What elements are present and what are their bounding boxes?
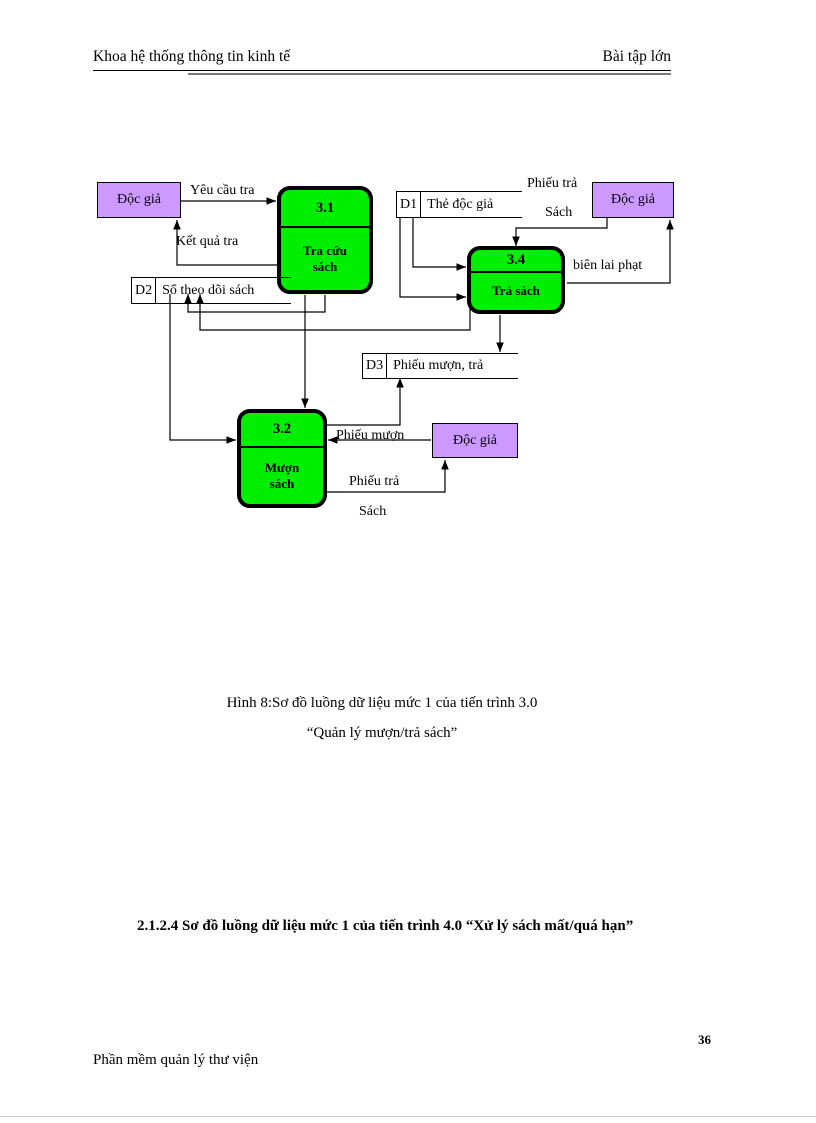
flow-label-yeu-cau-tra: Yêu cầu tra [190, 183, 255, 198]
entity-label: Độc giả [453, 432, 497, 448]
process-name-line-1: Mượn [264, 459, 300, 475]
flow-label-phieu-tra-bottom: Phiếu trả [349, 474, 400, 489]
section-heading: 2.1.2.4 Sơ đồ luồng dữ liệu mức 1 của ti… [137, 918, 634, 934]
datastore-label: Phiếu mượn, trả [393, 358, 484, 373]
datastore-d3[interactable]: D3 Phiếu mượn, trả [362, 353, 518, 379]
figure-caption-line-1: Hình 8:Sơ đồ luồng dữ liệu mức 1 của tiế… [226, 695, 538, 711]
datastore-label: Sổ theo dõi sách [162, 282, 255, 298]
figure-caption: Hình 8:Sơ đồ luồng dữ liệu mức 1 của tiế… [93, 688, 671, 748]
flow-label-sach-top: Sách [545, 205, 573, 220]
datastore-code: D2 [131, 278, 157, 303]
flow-label-phieu-muon: Phiếu mượn [336, 428, 405, 443]
bottom-divider [0, 1116, 816, 1117]
entity-reader-left[interactable]: Độc giả [97, 182, 181, 218]
process-name-line-2: sách [269, 475, 295, 491]
process-3-2[interactable]: 3.2 Mượn sách [237, 409, 327, 508]
datastore-label: Thẻ độc giả [427, 196, 494, 212]
process-name-line-1: Trả sách [492, 283, 540, 299]
datastore-d1[interactable]: D1 Thẻ độc giả [396, 191, 522, 218]
entity-label: Độc giả [117, 192, 161, 207]
process-name: Tra cứu sách [281, 228, 369, 290]
flow-label-sach-bottom: Sách [359, 504, 387, 519]
header-divider-shadow [188, 73, 671, 75]
flow-label-bien-lai-phat: biên lai phạt [573, 258, 643, 273]
page-number: 36 [698, 1032, 711, 1047]
process-name-line-1: Tra cứu [302, 242, 348, 258]
process-name: Mượn sách [241, 448, 323, 504]
process-3-4[interactable]: 3.4 Trả sách [467, 246, 565, 314]
footer-text: Phần mềm quản lý thư viện [93, 1052, 259, 1068]
datastore-code: D1 [396, 192, 422, 217]
header-divider [93, 70, 671, 71]
process-name-line-2: sách [312, 259, 338, 274]
header-right-text: Bài tập lớn [602, 48, 671, 65]
process-number: 3.1 [281, 190, 369, 228]
entity-label: Độc giả [611, 192, 655, 207]
entity-reader-bottom-right[interactable]: Độc giả [432, 423, 518, 458]
process-number: 3.4 [471, 250, 561, 273]
figure-caption-line-2: “Quản lý mượn/trả sách” [306, 725, 458, 741]
process-name: Trả sách [471, 273, 561, 310]
process-3-1[interactable]: 3.1 Tra cứu sách [277, 186, 373, 294]
datastore-d2[interactable]: D2 Sổ theo dõi sách [131, 277, 291, 304]
page-header: Khoa hệ thống thông tin kinh tế Bài tập … [93, 48, 671, 76]
entity-reader-top-right[interactable]: Độc giả [592, 182, 674, 218]
flow-label-phieu-tra: Phiếu trả [527, 176, 578, 191]
process-number: 3.2 [241, 413, 323, 448]
header-left-text: Khoa hệ thống thông tin kinh tế [93, 48, 291, 65]
datastore-code: D3 [362, 354, 388, 378]
flow-label-ket-qua-tra: Kết quả tra [176, 234, 239, 249]
